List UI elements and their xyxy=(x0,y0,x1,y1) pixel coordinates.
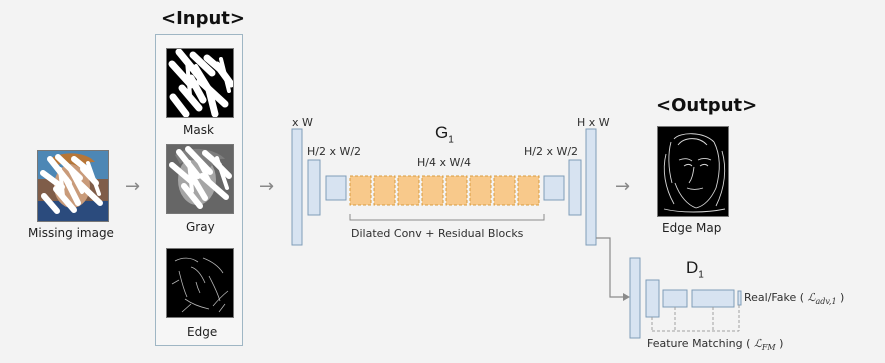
edge-label: Edge xyxy=(187,325,217,339)
real-fake-text: Real/Fake ( xyxy=(744,291,804,304)
feature-matching-links xyxy=(652,305,739,331)
adv-loss-subscript: adv,1 xyxy=(815,297,836,306)
residual-block xyxy=(494,176,515,205)
decoder-block-3 xyxy=(586,129,596,245)
residual-block xyxy=(422,176,443,205)
encoder-block-2 xyxy=(308,160,320,215)
discriminator-letter: D xyxy=(686,258,698,277)
missing-image-photo xyxy=(38,151,109,222)
missing-image-label: Missing image xyxy=(28,226,114,240)
fm-loss-symbol: ℒ xyxy=(754,337,762,350)
real-fake-close: ) xyxy=(840,291,844,304)
mask-thumbnail xyxy=(166,48,234,118)
output-heading: <Output> xyxy=(656,95,757,116)
output-size-label: H x W xyxy=(577,116,610,129)
fm-loss-subscript: FM xyxy=(762,343,776,352)
gray-thumbnail xyxy=(166,144,234,214)
decoder-block-2 xyxy=(569,160,581,215)
decoder-block-1 xyxy=(544,176,564,200)
edge-map-image xyxy=(658,127,729,217)
encoder-block-1 xyxy=(292,129,302,245)
residual-blocks xyxy=(350,176,539,205)
discriminator-connector xyxy=(596,238,623,297)
discriminator-arrow-icon xyxy=(623,293,630,301)
edge-map-label: Edge Map xyxy=(662,221,721,235)
arrow-icon: → xyxy=(125,176,140,197)
edge-map-thumbnail xyxy=(657,126,729,217)
quarter-size-label: H/4 x W/4 xyxy=(417,156,471,169)
residual-block xyxy=(350,176,371,205)
residual-block xyxy=(518,176,539,205)
discriminator-output-block xyxy=(738,291,741,305)
gray-label: Gray xyxy=(186,220,215,234)
generator-letter: G xyxy=(435,123,448,142)
residual-bracket xyxy=(350,214,544,220)
arrow-icon: → xyxy=(259,176,274,197)
discriminator-block-3 xyxy=(663,290,687,307)
feature-matching-text: Feature Matching ( xyxy=(647,337,750,350)
mask-image xyxy=(167,49,234,118)
half-size-right-label: H/2 x W/2 xyxy=(524,145,578,158)
discriminator-block-2 xyxy=(646,280,659,317)
dilated-blocks-label: Dilated Conv + Residual Blocks xyxy=(351,227,523,240)
gray-image xyxy=(167,145,234,214)
residual-block xyxy=(398,176,419,205)
discriminator-title: D1 xyxy=(686,258,704,280)
arrow-icon: → xyxy=(615,176,630,197)
generator-subscript: 1 xyxy=(448,134,454,145)
feature-matching-label: Feature Matching ( ℒFM ) xyxy=(647,337,783,352)
encoder-block-3 xyxy=(326,176,346,200)
discriminator-block-1 xyxy=(630,258,640,338)
residual-block xyxy=(446,176,467,205)
real-fake-label: Real/Fake ( ℒadv,1 ) xyxy=(744,291,844,306)
input-heading: <Input> xyxy=(161,8,245,29)
input-size-label: x W xyxy=(292,116,313,129)
edge-thumbnail xyxy=(166,248,234,318)
mask-label: Mask xyxy=(183,123,214,137)
half-size-left-label: H/2 x W/2 xyxy=(307,145,361,158)
missing-image-thumbnail xyxy=(37,150,109,222)
residual-block xyxy=(374,176,395,205)
generator-title: G1 xyxy=(435,123,454,145)
discriminator-subscript: 1 xyxy=(698,269,704,280)
residual-block xyxy=(470,176,491,205)
discriminator-block-4 xyxy=(692,290,734,307)
feature-matching-close: ) xyxy=(779,337,783,350)
edge-image xyxy=(167,249,234,318)
